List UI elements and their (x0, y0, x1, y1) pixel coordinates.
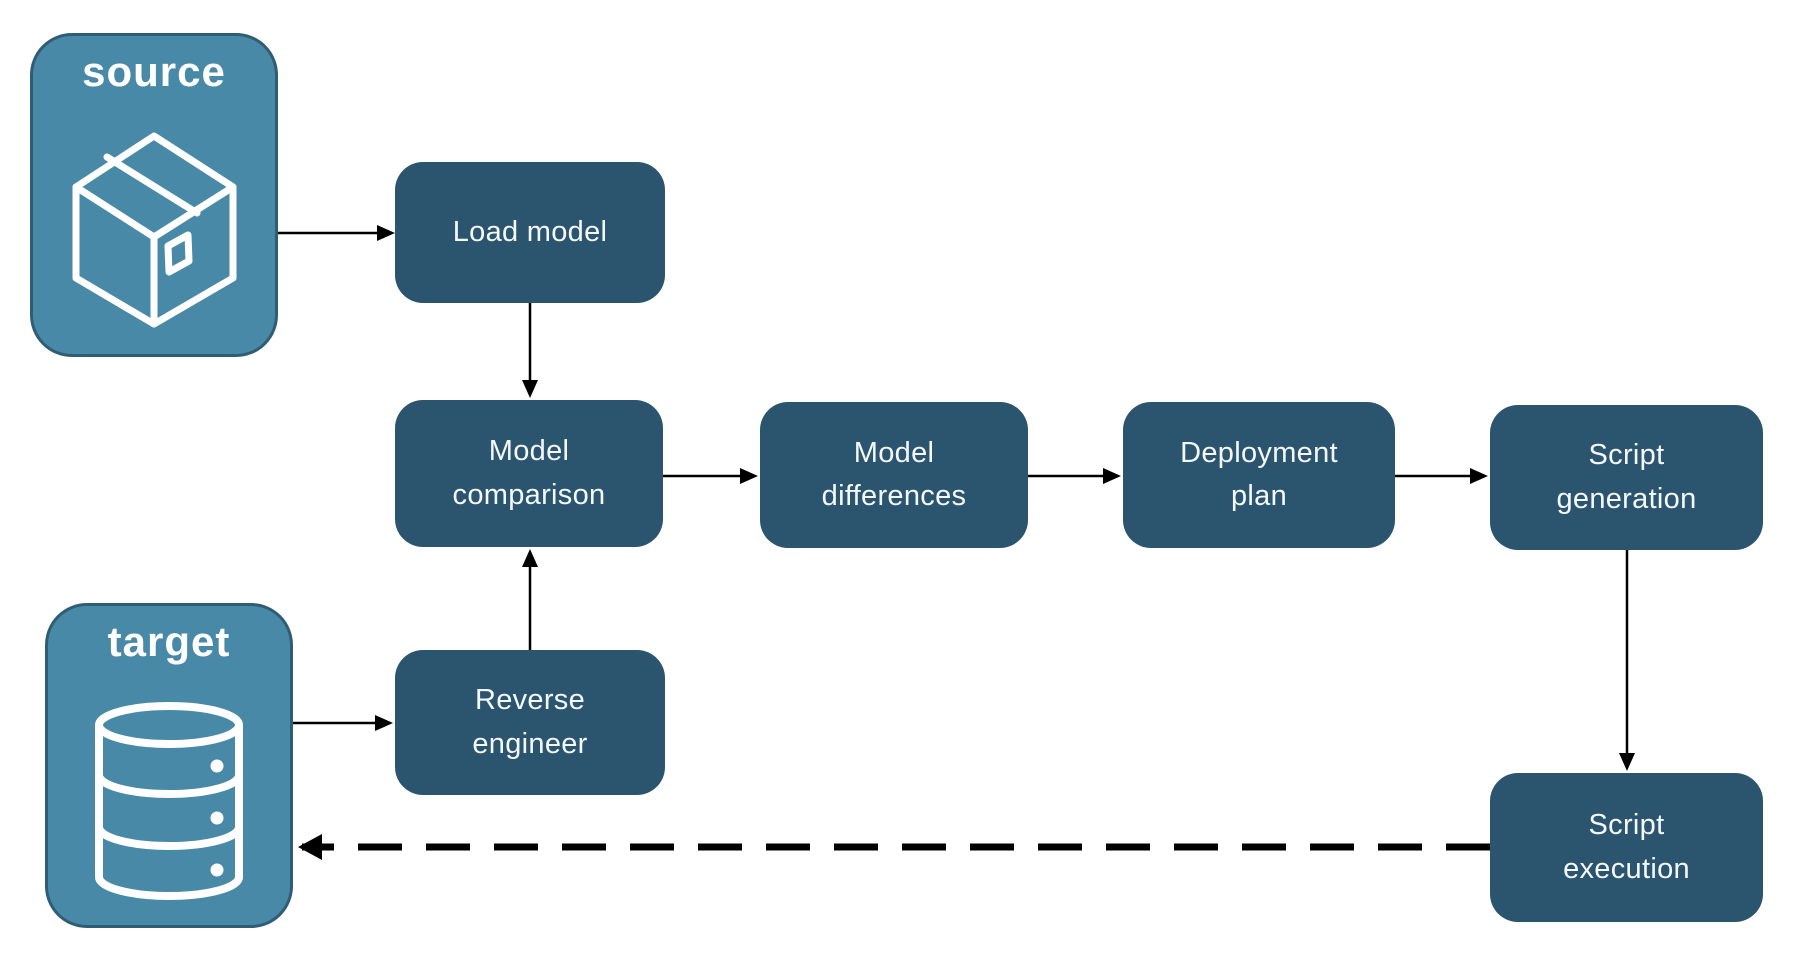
source-title: source (82, 48, 226, 95)
node-reverse-engineer-label: Reverse engineer (472, 684, 588, 760)
node-script-execution-label: Script execution (1563, 809, 1690, 885)
database-icon (95, 702, 243, 900)
target-container: target (45, 603, 293, 928)
target-title: target (107, 618, 231, 665)
node-load-model-label: Load model (452, 215, 608, 248)
node-script-generation-label: Script generation (1556, 439, 1697, 515)
node-model-differences-label: Model differences (821, 436, 967, 513)
source-container: source (30, 33, 278, 357)
node-script-execution: Script execution (1490, 773, 1763, 922)
node-model-comparison-label: Model comparison (452, 435, 606, 511)
node-deployment-plan: Deployment plan (1123, 402, 1395, 548)
node-reverse-engineer: Reverse engineer (395, 650, 665, 795)
node-load-model: Load model (395, 162, 665, 303)
node-model-differences: Model differences (760, 402, 1028, 548)
node-model-comparison: Model comparison (395, 400, 663, 547)
node-deployment-plan-label: Deployment plan (1180, 436, 1338, 513)
node-script-generation: Script generation (1490, 405, 1763, 550)
package-icon (72, 132, 236, 328)
